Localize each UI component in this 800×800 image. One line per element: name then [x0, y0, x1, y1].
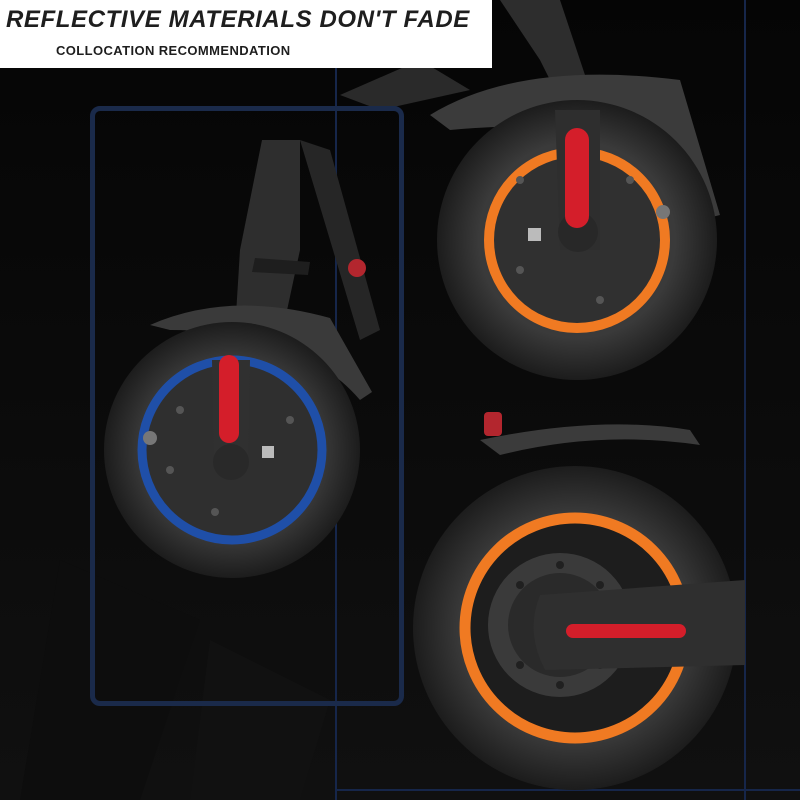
rear-wheel-orange — [413, 412, 745, 790]
front-wheel-blue — [104, 140, 380, 578]
title-banner: REFLECTIVE MATERIALS DON'T FADE COLLOCAT… — [0, 0, 492, 68]
front-wheel-orange — [340, 0, 720, 380]
headline: REFLECTIVE MATERIALS DON'T FADE — [6, 6, 470, 33]
subheadline: COLLOCATION RECOMMENDATION — [56, 43, 291, 58]
highlight-frame — [90, 106, 404, 706]
